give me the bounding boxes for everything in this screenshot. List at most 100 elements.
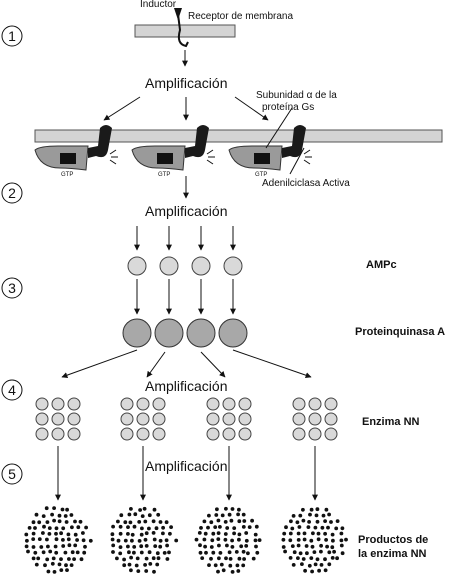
subunit-label-line1: Subunidad α de la <box>256 90 337 101</box>
enzyme-molecule <box>292 397 306 411</box>
product-dot <box>65 568 69 572</box>
product-dot <box>290 544 295 548</box>
product-dot <box>63 550 68 555</box>
product-dot <box>324 507 329 512</box>
product-dot <box>126 525 130 529</box>
product-dot <box>153 544 158 548</box>
product-dot <box>211 531 216 536</box>
product-dot <box>148 562 153 566</box>
enzyme-molecule <box>136 397 150 411</box>
product-dot <box>210 538 215 543</box>
product-dot <box>36 556 41 561</box>
product-dot <box>64 520 69 524</box>
product-dot <box>213 563 218 568</box>
product-dot <box>118 531 123 536</box>
step-marker-2: 2 <box>1 182 23 204</box>
product-dot <box>52 570 57 574</box>
product-dot <box>316 537 321 542</box>
product-dot <box>297 525 302 529</box>
product-dot <box>119 513 124 518</box>
kinase-molecule <box>122 318 152 348</box>
product-dot <box>301 557 306 561</box>
product-dot <box>67 543 72 548</box>
product-dot <box>24 544 29 549</box>
product-dot <box>122 563 127 568</box>
product-dot <box>302 537 307 542</box>
product-dot <box>54 550 59 555</box>
product-dot <box>65 507 69 512</box>
product-dot <box>283 549 287 554</box>
product-dot <box>223 532 228 536</box>
product-dot <box>129 568 133 573</box>
product-dot <box>310 544 315 549</box>
enzyme-molecule <box>120 427 134 441</box>
product-dot <box>234 550 239 554</box>
product-dot <box>155 551 160 556</box>
product-dot <box>73 543 78 548</box>
product-dot <box>340 526 345 531</box>
enzyme-molecule <box>292 427 306 441</box>
product-dot <box>111 550 115 554</box>
product-dot <box>151 531 156 535</box>
product-dot <box>54 531 58 536</box>
product-dot <box>228 563 233 568</box>
enzyme-molecule <box>222 397 236 411</box>
product-dot <box>139 550 144 555</box>
product-dot <box>323 519 327 523</box>
product-dot <box>118 545 123 549</box>
kinase-molecule <box>154 318 184 348</box>
product-dot <box>51 556 56 561</box>
product-dot <box>244 538 249 543</box>
activity-rays-icon <box>109 149 118 165</box>
product-dot <box>228 557 233 561</box>
gtp-icon <box>157 153 173 164</box>
step-markers: 1 2 3 4 5 <box>1 25 23 485</box>
product-dot <box>319 549 323 554</box>
product-dot <box>320 525 325 530</box>
product-dot <box>54 537 59 542</box>
product-dot <box>144 544 149 548</box>
product-dot <box>139 544 144 549</box>
product-dot <box>207 513 211 518</box>
product-dot <box>133 512 138 517</box>
enzyme-molecule <box>308 412 322 426</box>
product-dot <box>202 537 207 542</box>
product-dot <box>217 556 221 561</box>
product-dot <box>315 507 320 512</box>
product-dot <box>37 537 42 541</box>
product-dot <box>69 513 74 517</box>
product-dot <box>281 545 286 549</box>
product-dot <box>319 563 324 567</box>
product-dot <box>321 513 326 518</box>
kinase-molecule <box>218 318 248 348</box>
step-number: 4 <box>8 382 16 398</box>
product-dot <box>76 525 81 530</box>
product-dot <box>291 514 296 518</box>
enzyme-molecule <box>238 427 252 441</box>
product-dot <box>53 544 58 549</box>
product-dot <box>301 518 306 523</box>
product-dot <box>305 551 309 556</box>
product-dot <box>47 526 52 530</box>
enzyme-molecule <box>324 397 338 411</box>
product-dot <box>147 526 151 531</box>
step-marker-5: 5 <box>1 463 23 485</box>
product-dot <box>115 556 119 561</box>
step-number: 3 <box>8 280 16 296</box>
step-marker-3: 3 <box>1 277 23 299</box>
product-dot <box>50 561 55 566</box>
product-dot <box>202 519 207 524</box>
product-dot <box>75 538 79 542</box>
product-dot <box>339 538 344 543</box>
adenylate-cyclase-icon <box>185 125 209 158</box>
product-dot <box>164 520 169 525</box>
product-dot <box>242 519 247 523</box>
enzyme-molecule <box>292 412 306 426</box>
product-dot <box>307 520 311 524</box>
product-dot <box>57 562 62 567</box>
activity-rays-icon <box>303 149 312 165</box>
product-dot <box>296 556 300 560</box>
down-arrow <box>61 349 138 378</box>
product-dot <box>66 537 71 542</box>
product-dot <box>69 563 74 567</box>
